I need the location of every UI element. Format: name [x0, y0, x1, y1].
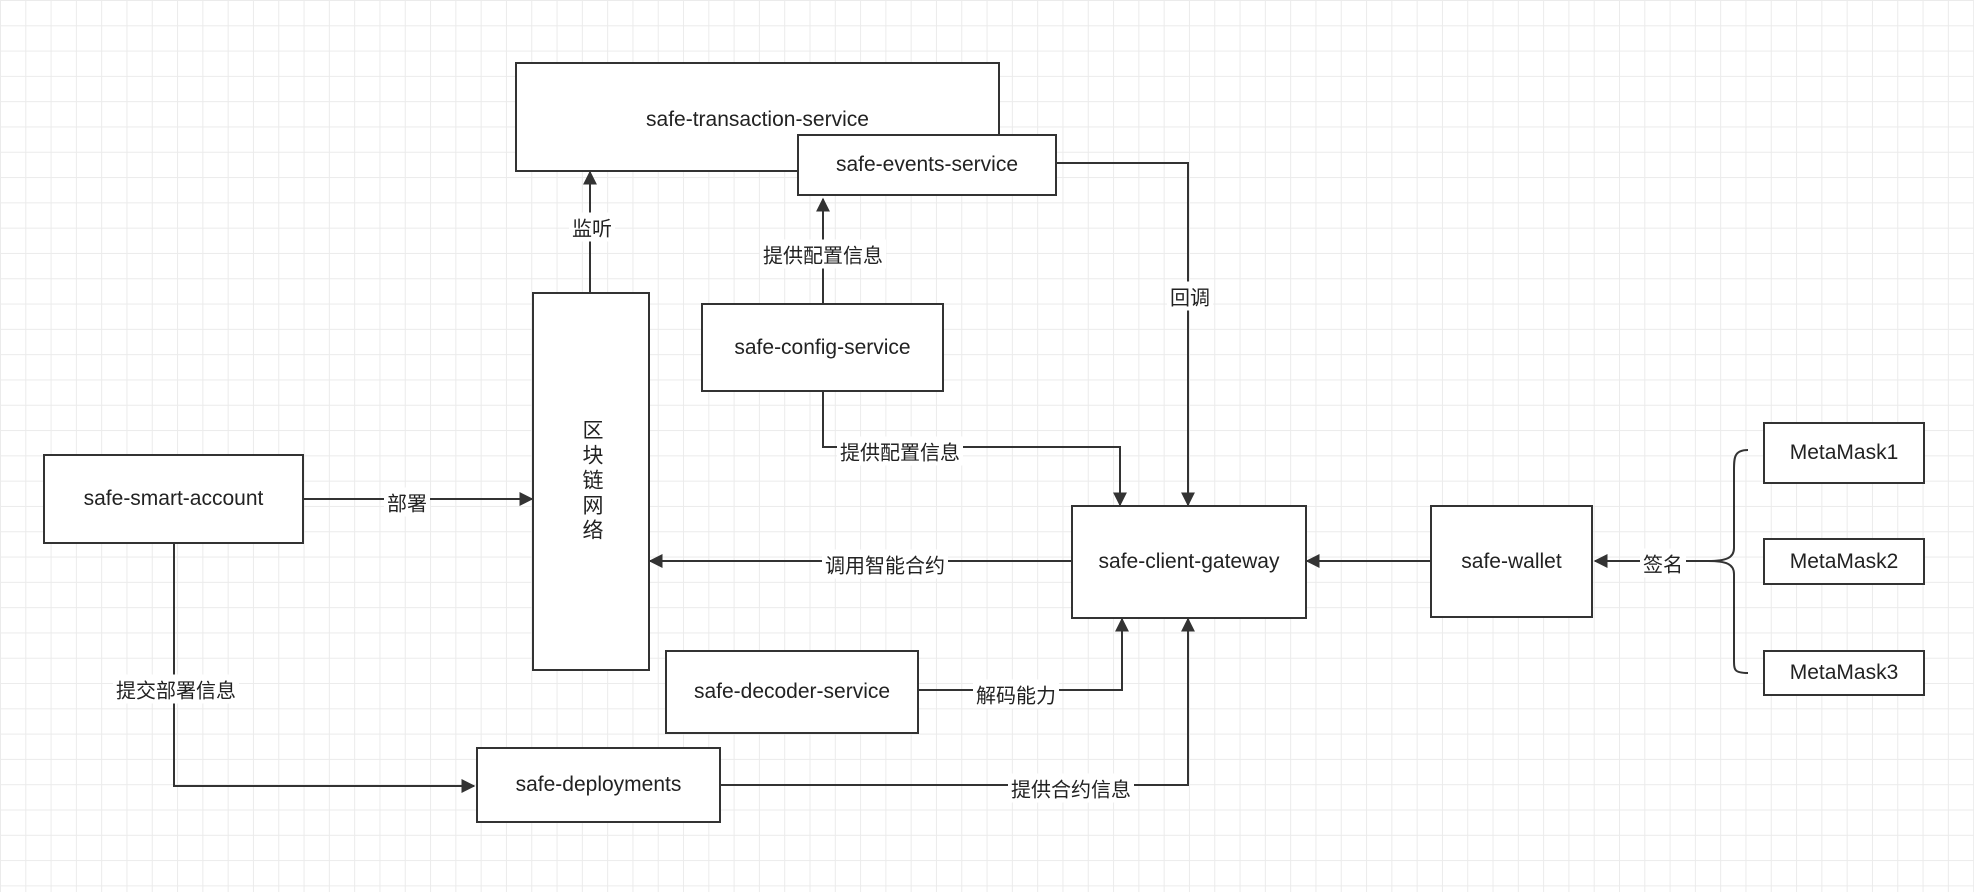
node-label: safe-smart-account — [83, 487, 264, 510]
node-label: safe-deployments — [515, 773, 682, 796]
node-metamask1[interactable]: MetaMask1 — [1763, 422, 1925, 484]
edge-label-listen: 监听 — [569, 212, 615, 242]
node-metamask3[interactable]: MetaMask3 — [1763, 650, 1925, 696]
edge-label-contract-info: 提供合约信息 — [1008, 773, 1134, 803]
edge-submit-deploy-info — [173, 544, 476, 793]
edge-contract-info — [720, 617, 1195, 786]
edge-label-callback: 回调 — [1167, 281, 1213, 311]
node-label: safe-client-gateway — [1098, 550, 1280, 573]
edge-label-config-to-gateway: 提供配置信息 — [837, 436, 963, 466]
node-deployments[interactable]: safe-deployments — [476, 747, 721, 823]
edge-label-invoke-contract: 调用智能合约 — [822, 549, 948, 579]
edge-label-submit-deploy-info: 提交部署信息 — [113, 674, 239, 704]
node-config-service[interactable]: safe-config-service — [701, 303, 944, 392]
node-blockchain[interactable]: 区块链网络 — [532, 292, 650, 671]
node-events-service[interactable]: safe-events-service — [797, 134, 1057, 196]
node-label: MetaMask2 — [1789, 549, 1899, 573]
node-smart-account[interactable]: safe-smart-account — [43, 454, 304, 544]
node-label: MetaMask1 — [1789, 441, 1899, 464]
node-label: safe-config-service — [734, 335, 911, 359]
edge-label-sign: 签名 — [1640, 548, 1686, 578]
node-wallet[interactable]: safe-wallet — [1430, 505, 1593, 618]
node-label: MetaMask3 — [1789, 661, 1899, 684]
node-label: safe-decoder-service — [693, 680, 891, 703]
node-label: safe-transaction-service — [646, 108, 869, 131]
node-label: 区块链网络 — [580, 419, 603, 544]
edge-config-to-gateway — [822, 392, 1127, 507]
edge-callback — [1056, 162, 1195, 507]
edge-label-decode: 解码能力 — [973, 679, 1059, 709]
node-client-gateway[interactable]: safe-client-gateway — [1071, 505, 1307, 619]
node-metamask2[interactable]: MetaMask2 — [1763, 538, 1925, 585]
edge-label-deploy: 部署 — [384, 487, 430, 517]
node-decoder-service[interactable]: safe-decoder-service — [665, 650, 919, 734]
node-label: safe-wallet — [1461, 549, 1562, 573]
edge-label-config-to-events: 提供配置信息 — [760, 239, 886, 269]
metamask-brace — [1707, 449, 1749, 674]
node-label: safe-events-service — [835, 153, 1019, 176]
